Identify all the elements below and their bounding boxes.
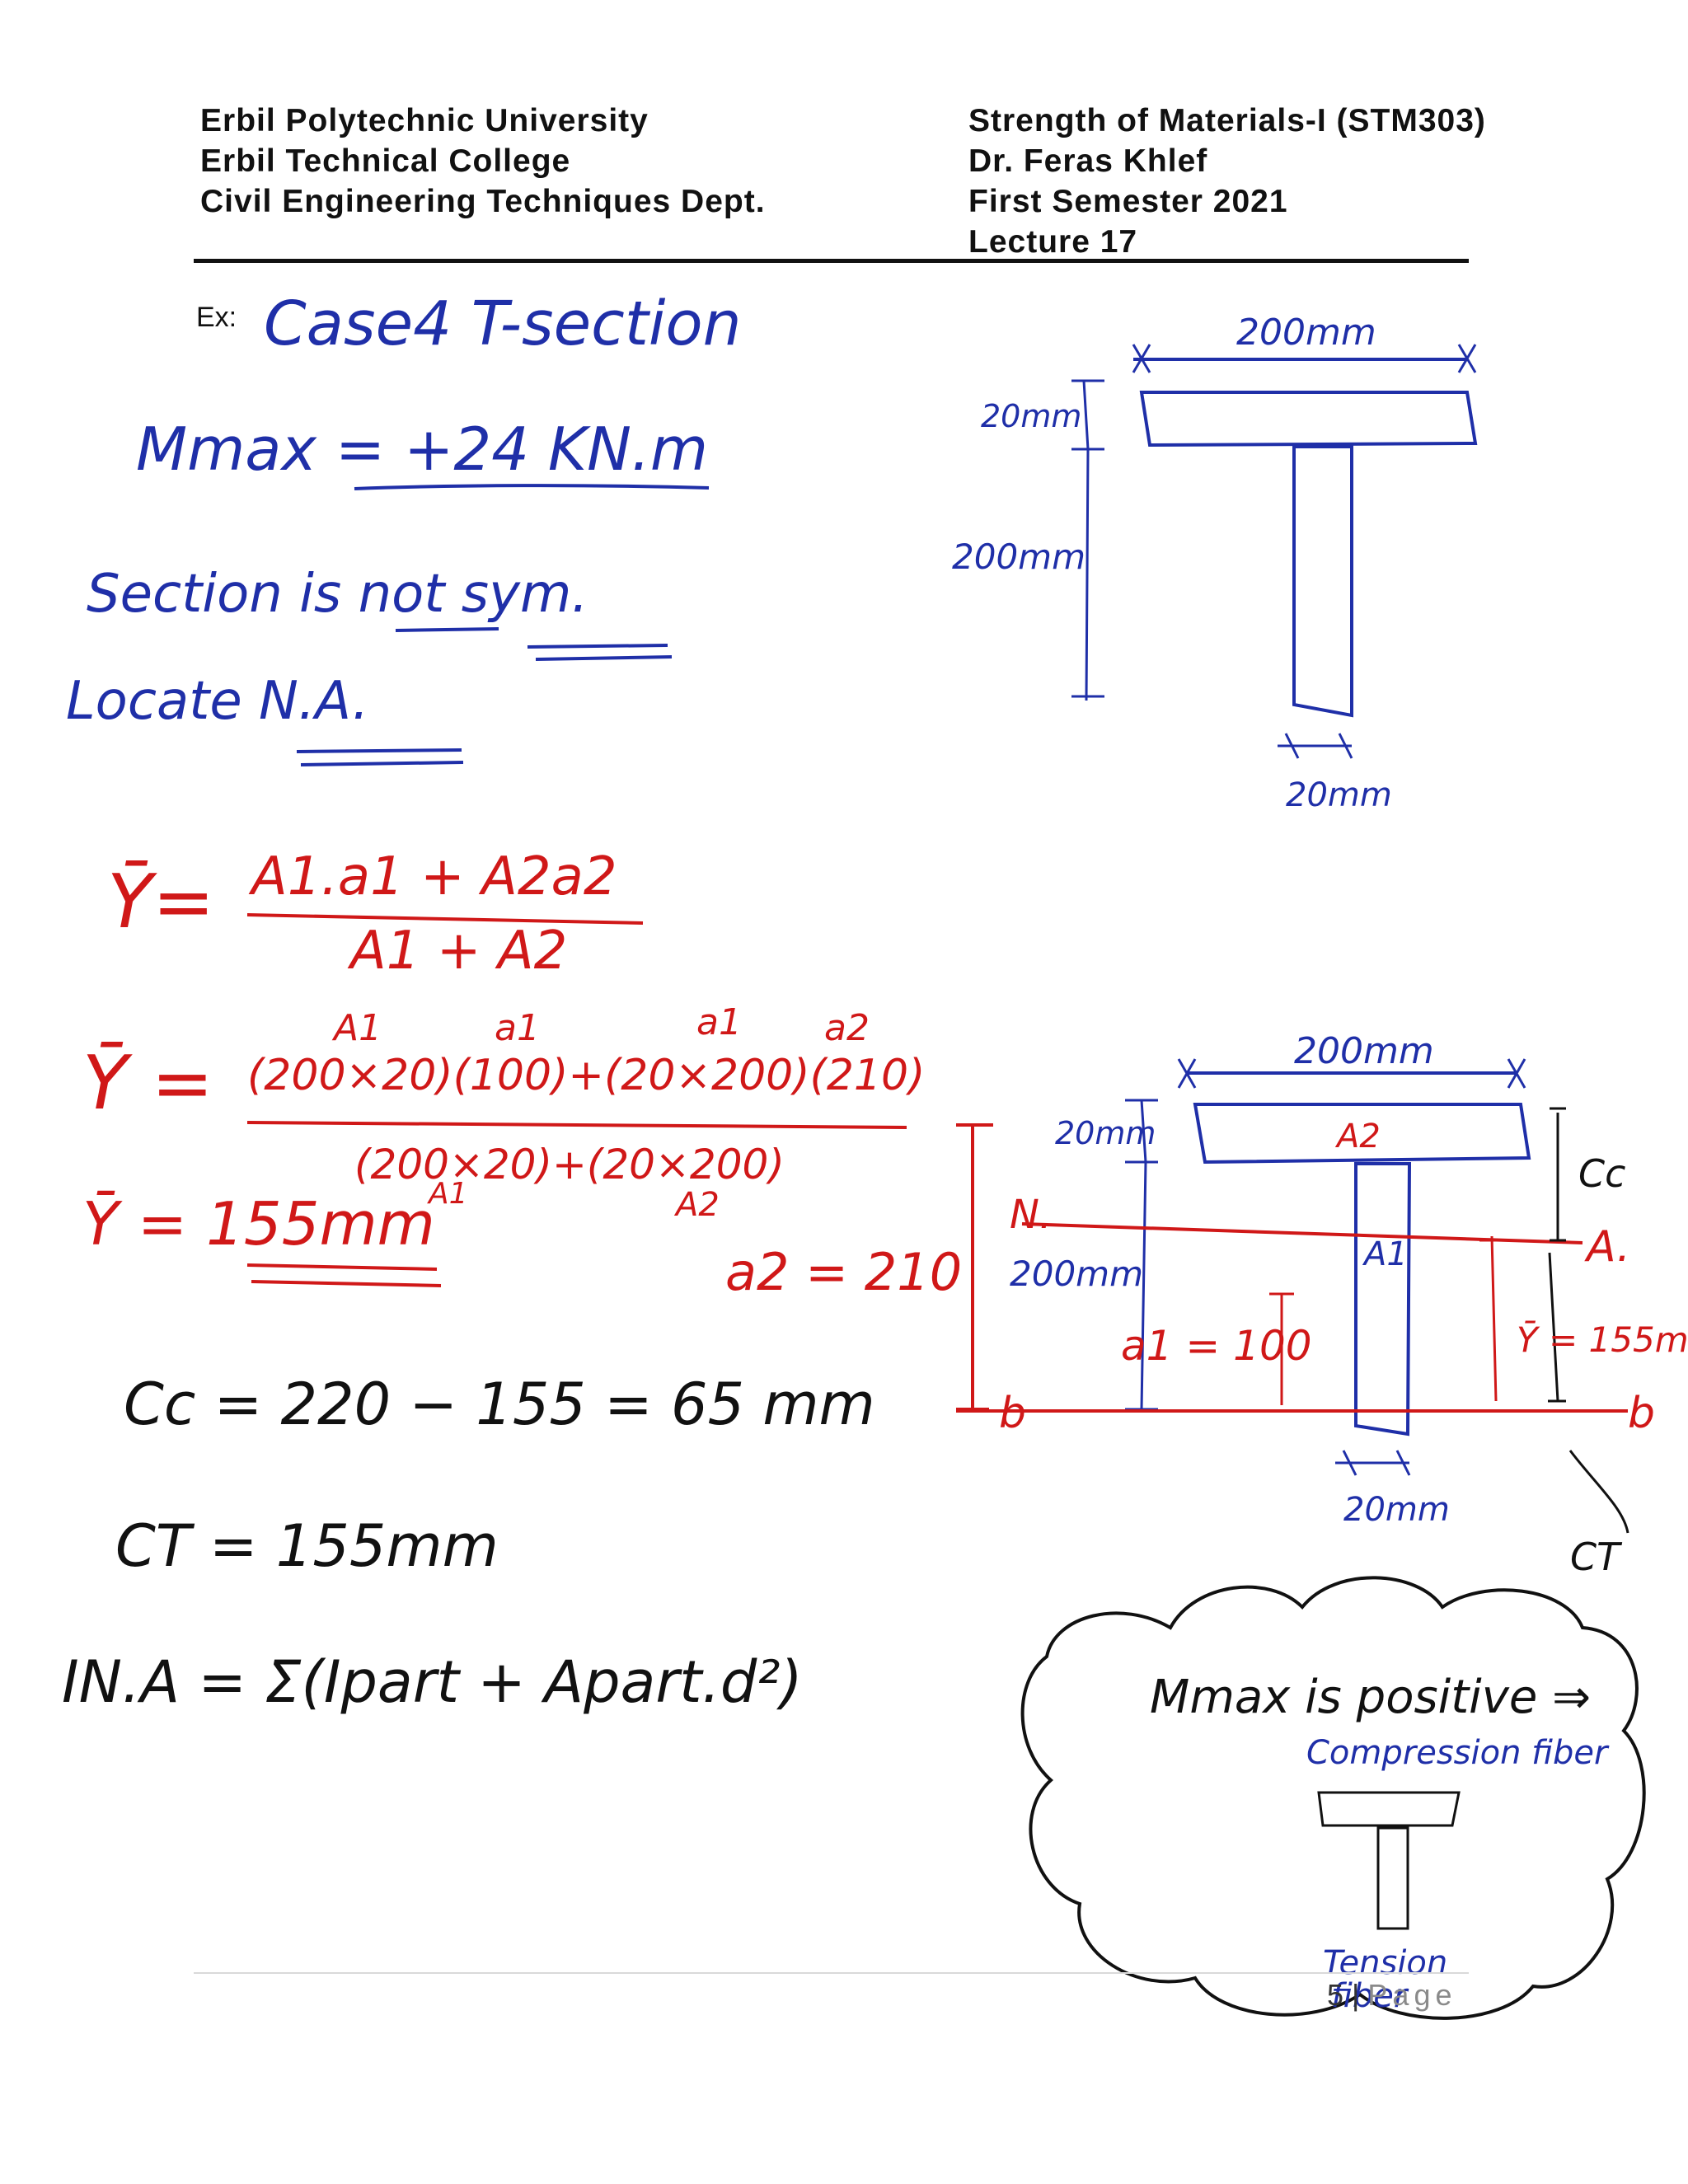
mmax-value: Mmax = +24 KN.m: [136, 415, 708, 484]
semester: First Semester 2021: [968, 184, 1288, 219]
ybar-substituted-numerator: (200×20)(100)+(20×200)(210): [247, 1051, 925, 1100]
course-name: Strength of Materials-I (STM303): [968, 103, 1486, 138]
label-a1: a1: [495, 1007, 540, 1049]
instructor-name: Dr. Feras Khlef: [968, 143, 1208, 179]
bottom-web-height-label: 200mm: [1010, 1254, 1143, 1294]
bottom-web: [1354, 1162, 1412, 1436]
department-name: Civil Engineering Techniques Dept.: [200, 184, 766, 219]
top-flange-thk-label: 20mm: [981, 398, 1081, 434]
top-web: [1292, 445, 1353, 718]
na-label-right: A.: [1584, 1222, 1630, 1272]
na-label-left: N.: [1010, 1192, 1052, 1238]
bottom-flange-thk-label: 20mm: [1055, 1115, 1156, 1151]
mmax-underline: [354, 484, 710, 490]
ct-equation: CT = 155mm: [115, 1512, 499, 1580]
college-name: Erbil Technical College: [200, 143, 571, 179]
mmax-positive-statement: Mmax is positive ⇒: [1150, 1671, 1591, 1724]
a1-value: a1 = 100: [1121, 1322, 1312, 1370]
ybar-result: Ȳ = 155mm: [82, 1189, 435, 1258]
web-area-label: A1: [1362, 1235, 1408, 1273]
header-divider: [194, 259, 1469, 263]
page-footer: 5 | Page: [1327, 1978, 1457, 2013]
svg-text:Ȳ=: Ȳ=: [107, 859, 214, 945]
footer-divider: [194, 1972, 1469, 1974]
locate-na: Locate N.A.: [66, 671, 369, 732]
moment-of-inertia-formula: IN.A = Σ(Ipart + Apart.d²): [62, 1648, 803, 1716]
den-label-A2: A2: [673, 1186, 720, 1224]
section-not-sym: Section is not sym.: [87, 564, 588, 625]
ybar-formula-numerator: A1.a1 + A2a2: [248, 846, 617, 907]
t-section-bottom: 200mm A2 A1 20mm 200mm 20mm N. A. b b a1…: [956, 1030, 1688, 1579]
top-flange: [1139, 391, 1478, 448]
example-label: Ex:: [196, 302, 237, 333]
cc-label: Cc: [1578, 1151, 1625, 1196]
header-right: Strength of Materials-I (STM303) Dr. Fer…: [968, 101, 1486, 262]
page-number: 5: [1327, 1978, 1344, 2012]
tension-label-2: fiber: [1331, 1977, 1409, 2015]
t-section-top: 200mm 20mm 200mm 20mm: [952, 312, 1478, 814]
label-a1b: a1: [696, 1001, 742, 1043]
top-flange-width-label: 200mm: [1236, 312, 1376, 354]
ybar-formula-denominator: A1 + A2: [347, 921, 567, 982]
bottom-fiber-label-left: b: [999, 1389, 1026, 1438]
bottom-web-thk-label: 20mm: [1343, 1491, 1450, 1529]
top-web-thk-label: 20mm: [1286, 776, 1392, 814]
sym-underline: [527, 644, 673, 661]
header-left: Erbil Polytechnic University Erbil Techn…: [200, 101, 766, 222]
cc-equation: Cc = 220 − 155 = 65 mm: [124, 1371, 875, 1438]
ct-label: CT: [1570, 1535, 1623, 1579]
not-underline: [395, 627, 499, 632]
bottom-fiber-label-right: b: [1628, 1389, 1655, 1438]
top-web-height-label: 200mm: [952, 537, 1085, 577]
footer-separator: |: [1352, 1978, 1360, 2012]
university-name: Erbil Polytechnic University: [200, 103, 649, 138]
ybar-substituted-denominator: (200×20)+(20×200): [354, 1141, 785, 1188]
bottom-flange-width-label: 200mm: [1294, 1030, 1434, 1072]
ybar-dimension-label: Ȳ = 155mm: [1517, 1319, 1688, 1360]
label-A1: A1: [331, 1007, 382, 1049]
flange-area-label: A2: [1334, 1118, 1381, 1155]
den-label-A1: A1: [427, 1177, 468, 1211]
cloud-callout: Mmax is positive ⇒ Compression fiber Ten…: [1020, 1576, 1646, 2020]
svg-text:Ȳ =: Ȳ =: [82, 1040, 213, 1127]
ybar-calculation: Ȳ= A1.a1 + A2a2 A1 + A2 A1 a1 a1 a2 Ȳ = …: [82, 846, 993, 1411]
case-title: Case4 T-section: [264, 288, 742, 359]
a2-value: a2 = 210: [725, 1242, 962, 1302]
cloud-t-web: [1376, 1826, 1409, 1930]
bottom-flange: [1193, 1103, 1531, 1165]
tension-label-1: Tension: [1323, 1944, 1447, 1982]
na-underline: [296, 748, 464, 766]
page-word: Page: [1367, 1978, 1457, 2012]
cloud-t-flange: [1317, 1791, 1461, 1827]
lecture-number: Lecture 17: [968, 224, 1138, 260]
label-a2: a2: [824, 1007, 870, 1049]
compression-fiber-label: Compression fiber: [1306, 1734, 1610, 1772]
